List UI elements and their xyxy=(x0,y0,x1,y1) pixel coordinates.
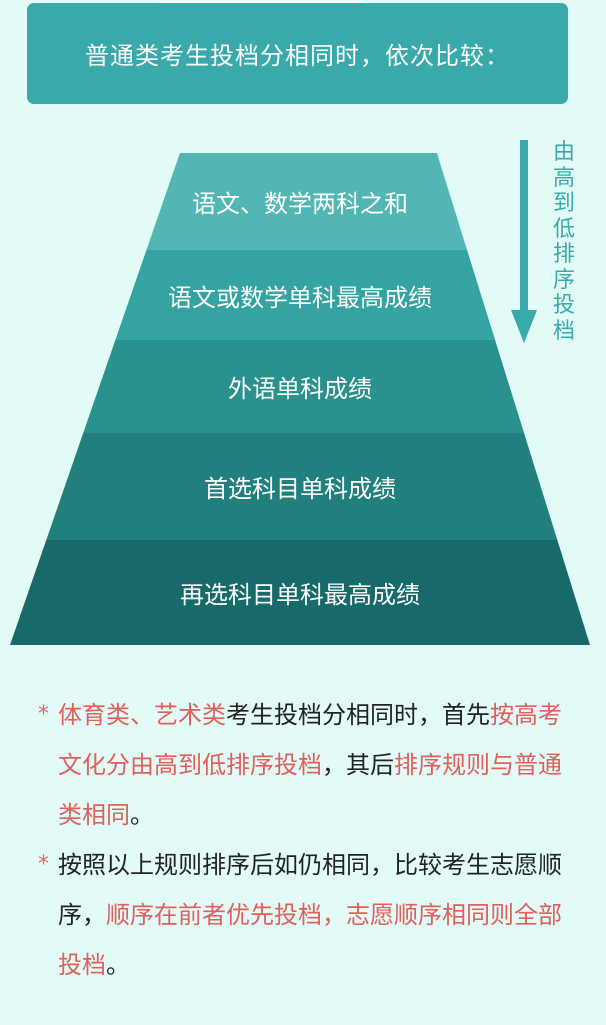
level-label: 外语单科成绩 xyxy=(228,375,372,403)
level-label: 语文或数学单科最高成绩 xyxy=(168,283,432,312)
bullet-star: * xyxy=(38,702,49,727)
note-2: * 按照以上规则排序后如仍相同，比较考生志愿顺序，顺序在前者优先投档，志愿顺序相… xyxy=(38,840,578,990)
level-label: 语文、数学两科之和 xyxy=(192,190,408,218)
level-label: 首选科目单科成绩 xyxy=(204,475,396,503)
note-text: 按照以上规则排序后如仍相同，比较考生志愿顺序，顺序在前者优先投档，志愿顺序相同则… xyxy=(58,851,562,979)
pyramid-level-1: 语文、数学两科之和 xyxy=(10,153,590,250)
arrow-label: 由高到低排序投档 xyxy=(552,140,575,344)
header-title: 普通类考生投档分相同时，依次比较： xyxy=(85,42,510,70)
note-1: * 体育类、艺术类考生投档分相同时，首先按高考文化分由高到低排序投档，其后排序规… xyxy=(38,690,578,840)
level-label: 再选科目单科最高成绩 xyxy=(180,581,420,609)
pyramid-level-3: 外语单科成绩 xyxy=(10,340,590,433)
note-text: 体育类、艺术类考生投档分相同时，首先按高考文化分由高到低排序投档，其后排序规则与… xyxy=(58,701,562,829)
arrow-down-icon xyxy=(511,140,537,343)
ranking-pyramid: 语文、数学两科之和 语文或数学单科最高成绩 外语单科成绩 首选科目单科成绩 再选… xyxy=(10,153,590,645)
pyramid-level-4: 首选科目单科成绩 xyxy=(10,433,590,540)
pyramid-level-5: 再选科目单科最高成绩 xyxy=(10,540,590,645)
pyramid-level-2: 语文或数学单科最高成绩 xyxy=(10,250,590,340)
header-banner: 普通类考生投档分相同时，依次比较： xyxy=(27,3,568,104)
bullet-star: * xyxy=(38,852,49,877)
